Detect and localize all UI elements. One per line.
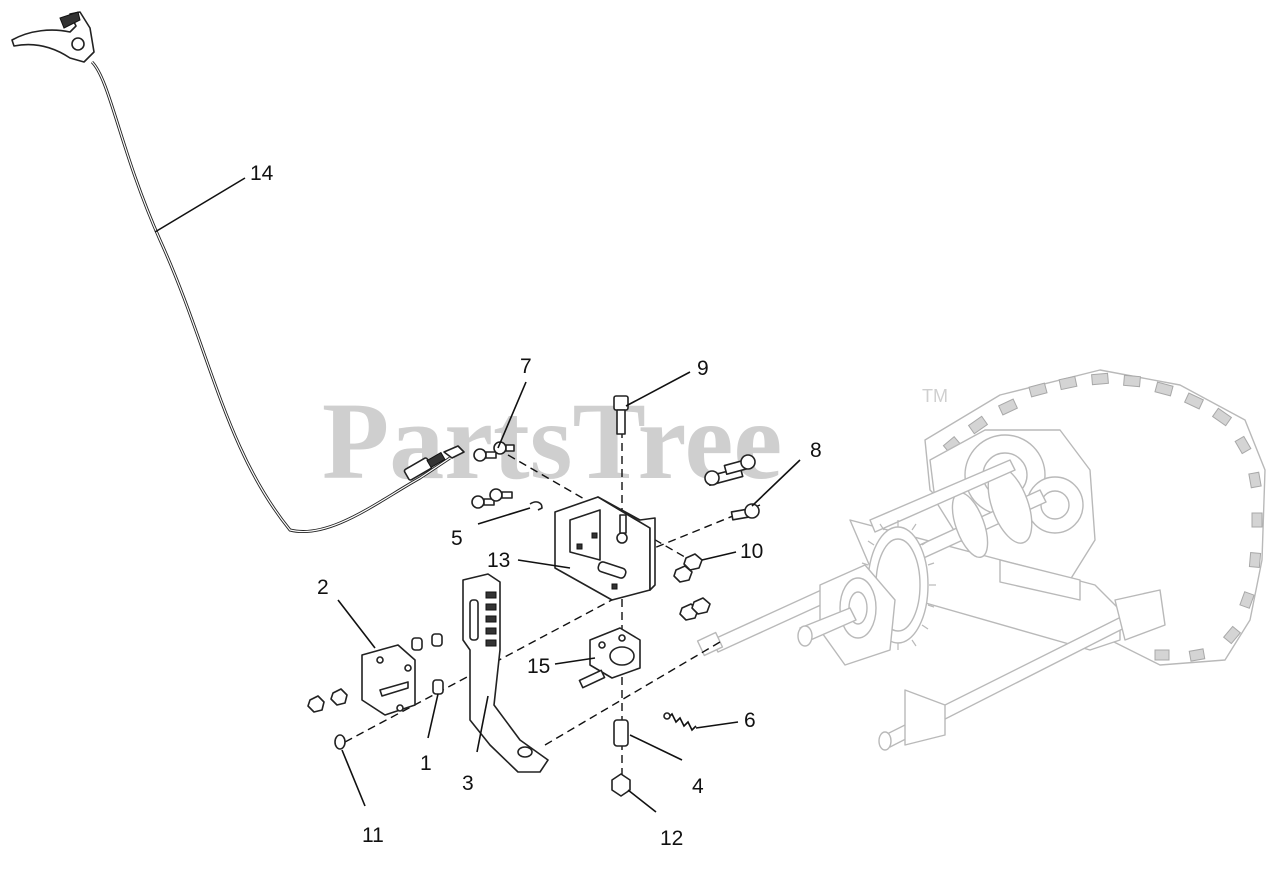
track-drive-assembly-illustration — [696, 369, 1266, 751]
callout-5: 5 — [451, 527, 463, 550]
watermark-trademark: TM — [922, 386, 948, 406]
callout-14: 14 — [250, 162, 274, 185]
exploded-parts — [11, 11, 761, 797]
bolt-part — [613, 395, 629, 435]
leader-lines — [154, 177, 801, 813]
callout-labels: 1 2 3 4 5 6 7 8 9 10 11 12 13 14 15 — [250, 162, 822, 850]
retaining-ring-part — [334, 734, 346, 750]
shoulder-bolts-part — [704, 454, 760, 521]
hex-nut-part — [611, 773, 631, 797]
callout-6: 6 — [744, 709, 756, 732]
spring-part — [663, 712, 697, 732]
bushing-part — [613, 719, 629, 747]
callout-2: 2 — [317, 576, 329, 599]
mounting-plate-part — [361, 633, 443, 716]
callout-12: 12 — [660, 827, 683, 850]
actuator-plate-part — [578, 627, 641, 689]
lock-nuts-right-part — [673, 553, 711, 621]
lever-arm-part — [462, 573, 549, 773]
lock-nuts-left-part — [307, 688, 348, 713]
callout-10: 10 — [740, 540, 763, 563]
callout-4: 4 — [692, 775, 704, 798]
callout-9: 9 — [697, 357, 709, 380]
callout-8: 8 — [810, 439, 822, 462]
callout-3: 3 — [462, 772, 474, 795]
callout-15: 15 — [527, 655, 550, 678]
callout-1: 1 — [420, 752, 432, 775]
control-cable-part — [11, 11, 465, 533]
watermark: PartsTree TM — [322, 380, 948, 502]
bracket-part — [554, 496, 656, 601]
carriage-bolts-part — [471, 441, 515, 509]
callout-13: 13 — [487, 549, 510, 572]
callout-7: 7 — [520, 355, 532, 378]
callout-11: 11 — [362, 824, 384, 847]
clip-part — [529, 501, 543, 511]
spacer-part — [432, 679, 444, 695]
